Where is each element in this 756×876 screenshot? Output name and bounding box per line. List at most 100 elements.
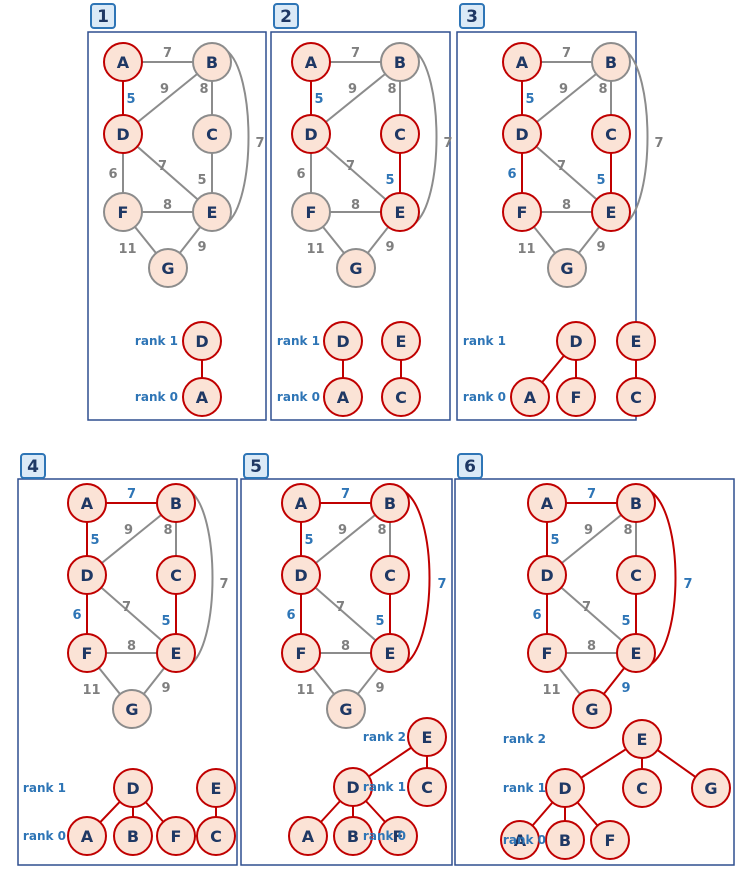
forest-node-E xyxy=(196,768,236,808)
graph-node-label: C xyxy=(384,566,396,585)
graph-node-B xyxy=(192,42,232,82)
edge-weight-BC: 8 xyxy=(163,523,172,538)
graph-node-D xyxy=(527,555,567,595)
forest-node-label: C xyxy=(636,779,648,798)
graph-node-label: F xyxy=(296,644,307,663)
graph-node-label: E xyxy=(606,203,617,222)
graph-node-label: E xyxy=(171,644,182,663)
graph-node-C xyxy=(616,555,656,595)
forest-node-C xyxy=(616,377,656,417)
graph-node-G xyxy=(572,689,612,729)
forest-node-E xyxy=(381,321,421,361)
edge-weight-BD: 9 xyxy=(160,82,169,97)
edge-weight-DE: 7 xyxy=(158,159,167,174)
edge-weight-BD: 9 xyxy=(348,82,357,97)
edge-weight-BE: 7 xyxy=(219,577,228,592)
graph-node-G xyxy=(336,248,376,288)
edge-weight-BE: 7 xyxy=(443,136,452,151)
edge-BE xyxy=(413,49,438,225)
graph-node-F xyxy=(291,192,331,232)
rank-label: rank 1 xyxy=(363,780,406,794)
graph-node-B xyxy=(156,483,196,523)
graph-node-label: C xyxy=(605,125,617,144)
graph-node-F xyxy=(502,192,542,232)
graph-node-label: G xyxy=(161,259,174,278)
forest-node-label: F xyxy=(605,831,616,850)
graph-node-B xyxy=(370,483,410,523)
edge-BE xyxy=(225,49,250,225)
graph-node-E xyxy=(192,192,232,232)
rank-label: rank 0 xyxy=(135,390,178,404)
graph-node-D xyxy=(67,555,107,595)
edge-weight-AB: 7 xyxy=(562,46,571,61)
edge-weight-FG: 11 xyxy=(542,683,560,698)
graph-node-label: G xyxy=(560,259,573,278)
graph-node-B xyxy=(380,42,420,82)
forest-node-C xyxy=(622,768,662,808)
graph-node-label: B xyxy=(170,494,182,513)
graph-node-B xyxy=(591,42,631,82)
forest-node-label: C xyxy=(395,388,407,407)
panel-frame xyxy=(454,478,735,866)
edge-weight-FG: 11 xyxy=(296,683,314,698)
step-number: 2 xyxy=(280,7,292,27)
edge-weight-EG: 9 xyxy=(596,240,605,255)
graph-node-label: B xyxy=(630,494,642,513)
rank-label: rank 1 xyxy=(503,781,546,795)
edge-weight-CE: 5 xyxy=(621,614,630,629)
graph-node-label: D xyxy=(294,566,307,585)
edge-weight-FE: 8 xyxy=(351,198,360,213)
forest-node-label: A xyxy=(524,388,537,407)
edge-weight-BC: 8 xyxy=(598,82,607,97)
forest-node-label: A xyxy=(337,388,350,407)
edge-weight-DF: 6 xyxy=(286,608,295,623)
forest-node-B xyxy=(333,816,373,856)
forest-node-label: G xyxy=(704,779,717,798)
panel-frame xyxy=(240,478,453,866)
edge-weight-FE: 8 xyxy=(562,198,571,213)
edge-weight-BC: 8 xyxy=(387,82,396,97)
panel-frame xyxy=(270,31,451,421)
edge-weight-FG: 11 xyxy=(306,242,324,257)
edge-weight-CE: 5 xyxy=(385,173,394,188)
graph-node-label: E xyxy=(207,203,218,222)
forest-node-label: F xyxy=(571,388,582,407)
forest-node-D xyxy=(545,768,585,808)
forest-node-D xyxy=(113,768,153,808)
graph-node-label: E xyxy=(631,644,642,663)
forest-node-label: C xyxy=(210,827,222,846)
graph-node-label: E xyxy=(385,644,396,663)
graph-node-label: D xyxy=(540,566,553,585)
forest-node-A xyxy=(500,820,540,860)
edge-weight-BD: 9 xyxy=(124,523,133,538)
edge-weight-BE: 7 xyxy=(683,577,692,592)
edge-weight-BC: 8 xyxy=(199,82,208,97)
graph-node-label: F xyxy=(118,203,129,222)
edge-weight-AB: 7 xyxy=(127,487,136,502)
rank-label: rank 0 xyxy=(277,390,320,404)
forest-node-E xyxy=(407,717,447,757)
graph-node-E xyxy=(156,633,196,673)
graph-node-A xyxy=(103,42,143,82)
graph-node-label: G xyxy=(339,700,352,719)
edge-weight-FG: 11 xyxy=(517,242,535,257)
graph-node-G xyxy=(547,248,587,288)
step-badge xyxy=(457,453,483,479)
edge-weight-DE: 7 xyxy=(582,600,591,615)
panel-frame xyxy=(456,31,637,421)
graph-node-A xyxy=(67,483,107,523)
graph-node-G xyxy=(148,248,188,288)
graph-node-B xyxy=(616,483,656,523)
rank-label: rank 1 xyxy=(135,334,178,348)
forest-node-label: D xyxy=(126,779,139,798)
graph-node-label: C xyxy=(394,125,406,144)
graph-node-label: F xyxy=(542,644,553,663)
graph-node-label: B xyxy=(605,53,617,72)
rank-label: rank 2 xyxy=(503,732,546,746)
forest-node-label: E xyxy=(422,728,433,747)
